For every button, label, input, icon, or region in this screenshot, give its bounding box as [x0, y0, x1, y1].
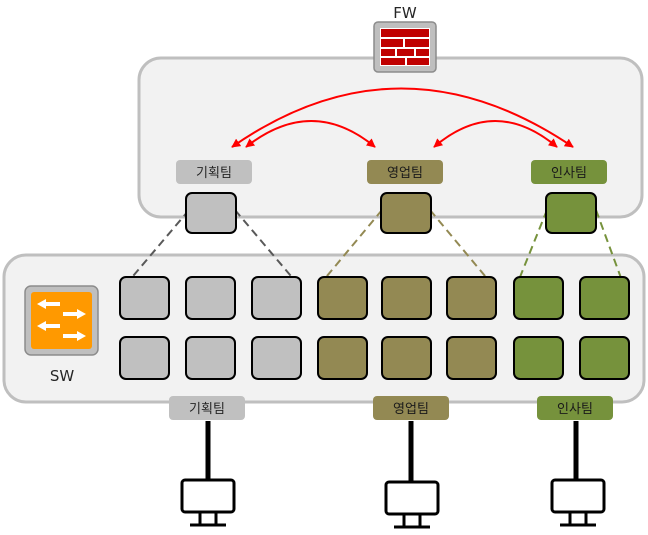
fw-port-sales — [380, 192, 432, 234]
switch-port — [579, 336, 630, 380]
team-label-planning-top: 기획팀 — [176, 160, 252, 184]
switch-port — [381, 276, 432, 320]
vlan-lines — [127, 209, 629, 298]
switch-port — [513, 276, 564, 320]
switch-port — [513, 336, 564, 380]
switch-ports-row-2 — [119, 336, 630, 380]
switch-port — [317, 276, 368, 320]
arrow-sales-hr — [433, 120, 558, 148]
switch-port — [185, 276, 236, 320]
svg-text:영업팀: 영업팀 — [393, 402, 429, 417]
team-label-sales-bottom: 영업팀 — [373, 396, 449, 420]
svg-text:인사팀: 인사팀 — [557, 402, 593, 417]
switch-port — [119, 336, 170, 380]
arrow-planning-hr — [231, 87, 574, 148]
switch-port — [579, 276, 630, 320]
team-label-hr-top: 인사팀 — [531, 160, 607, 184]
switch-label: SW — [50, 367, 75, 385]
fw-port-planning — [185, 192, 237, 234]
svg-text:기획팀: 기획팀 — [189, 402, 225, 417]
svg-text:기획팀: 기획팀 — [196, 166, 232, 181]
computer-icon-sales — [384, 480, 440, 529]
switch-port — [317, 336, 368, 380]
team-label-planning-bottom: 기획팀 — [169, 396, 245, 420]
switch-ports-row-1 — [119, 276, 630, 320]
switch-port — [381, 336, 432, 380]
pc-cables — [205, 421, 579, 482]
firewall-label: FW — [393, 4, 417, 22]
switch-port — [251, 336, 302, 380]
switch-port — [251, 276, 302, 320]
switch-arrows-icon — [24, 285, 99, 356]
team-label-sales-top: 영업팀 — [367, 160, 443, 184]
computer-icon-hr — [550, 478, 606, 527]
fw-port-hr — [545, 192, 597, 234]
firewall-brick-icon — [373, 21, 437, 73]
switch-port — [446, 336, 497, 380]
arrow-planning-sales — [245, 120, 376, 148]
switch-port — [446, 276, 497, 320]
svg-text:영업팀: 영업팀 — [387, 166, 423, 181]
team-label-hr-bottom: 인사팀 — [537, 396, 613, 420]
svg-text:인사팀: 인사팀 — [551, 166, 587, 181]
traffic-arrows — [231, 87, 574, 148]
computer-icon-planning — [180, 478, 236, 527]
switch-port — [119, 276, 170, 320]
switch-port — [185, 336, 236, 380]
